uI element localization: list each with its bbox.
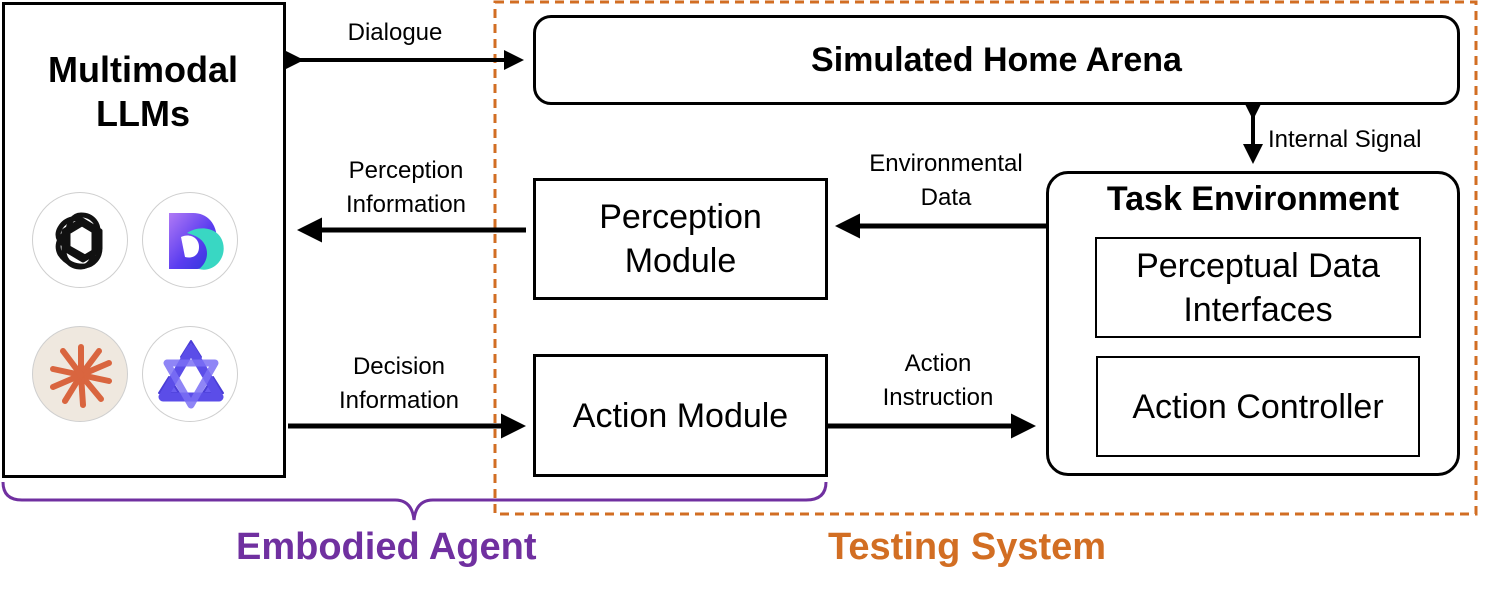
decision-information-line1: Decision <box>352 353 446 380</box>
claude-logo-icon <box>32 326 128 422</box>
perception-module-line1: Perception <box>599 198 762 236</box>
simulated-home-arena-box: Simulated Home Arena <box>533 15 1460 105</box>
testing-system-boundary <box>493 0 1478 516</box>
doubao-logo-icon <box>142 192 238 288</box>
perception-information-line1: Perception <box>348 157 464 184</box>
task-environment-title: Task Environment <box>1106 180 1400 218</box>
environmental-data-line2: Data <box>920 184 972 211</box>
environmental-data-line1: Environmental <box>869 150 1023 177</box>
openai-logo-icon <box>32 192 128 288</box>
embodied-agent-label: Embodied Agent <box>236 526 537 568</box>
action-instruction-line1: Action <box>904 350 972 377</box>
testing-system-label: Testing System <box>828 526 1107 568</box>
decision-information-label: Decision Information <box>314 350 484 418</box>
internal-signal-label: Internal Signal <box>1268 126 1422 153</box>
llm-title-line1: Multimodal <box>48 49 238 90</box>
action-controller-label: Action Controller <box>1132 387 1384 426</box>
embodied-agent-brace <box>1 481 828 521</box>
action-instruction-label: Action Instruction <box>856 347 1020 415</box>
task-environment-box <box>1046 171 1460 476</box>
perception-information-line2: Information <box>345 191 467 218</box>
action-module-label: Action Module <box>572 396 789 435</box>
perceptual-data-interfaces-box: Perceptual Data Interfaces <box>1095 237 1421 338</box>
perception-module-box: Perception Module <box>533 178 828 300</box>
action-instruction-line2: Instruction <box>882 384 994 411</box>
decision-information-line2: Information <box>338 387 460 414</box>
environmental-data-label: Environmental Data <box>848 147 1044 215</box>
qwen-logo-icon <box>142 326 238 422</box>
multimodal-llms-title: Multimodal LLMs <box>0 48 286 136</box>
action-module-box: Action Module <box>533 354 828 477</box>
perception-information-label: Perception Information <box>318 154 494 222</box>
perceptual-data-interfaces-label: Perceptual Data Interfaces <box>1136 246 1380 329</box>
llm-title-line2: LLMs <box>96 93 190 134</box>
simulated-home-arena-title: Simulated Home Arena <box>811 40 1182 79</box>
action-controller-box: Action Controller <box>1096 356 1420 457</box>
dialogue-label: Dialogue <box>347 19 443 46</box>
perception-module-line2: Module <box>624 242 737 280</box>
